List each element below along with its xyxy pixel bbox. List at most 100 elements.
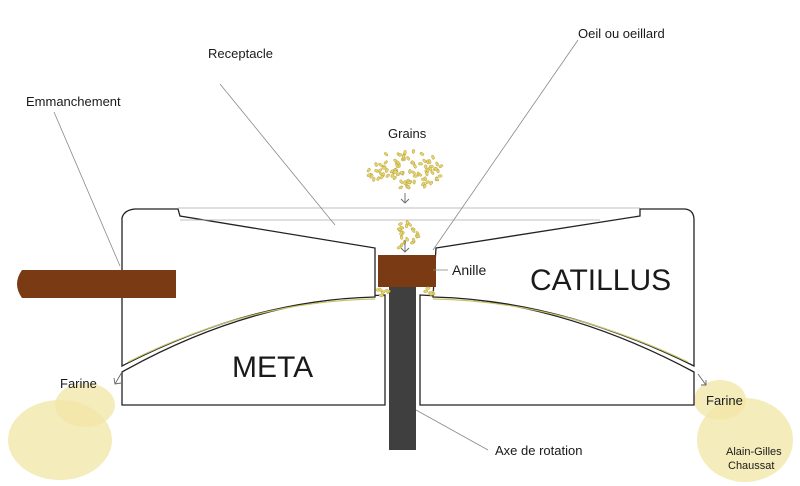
label-receptacle: Receptacle [208,46,273,61]
eye-arrow-icon [400,240,410,253]
grain-particle [402,154,406,159]
meta-stone [121,294,695,406]
grain-particle [403,149,407,155]
flour-pile-left [8,383,115,480]
label-anille: Anille [452,262,486,278]
grain-particle [406,180,412,184]
grain-particle [378,287,383,292]
grain-particle [396,245,402,250]
leader-oeil [432,39,579,251]
grain-particle [390,173,395,178]
flour-pile-right [694,380,793,482]
grain-particle [406,184,411,190]
catillus-stone [121,208,695,368]
grain-particle [395,163,399,169]
grain-particle [425,180,430,184]
grain-particle [412,174,418,178]
grain-particle [408,169,412,174]
grain-particle [423,289,429,293]
grain-particle [399,171,405,175]
grain-particle [435,161,439,167]
grain-particle [413,163,417,169]
grain-particle [392,170,398,174]
grain-particle [411,149,415,154]
grain-particle [435,177,440,182]
grain-particle [399,226,405,230]
author-line-1: Alain-Gilles [726,446,782,458]
grain-particle [377,168,383,173]
grain-particle [411,170,416,175]
handle-emmanchement [17,270,176,298]
grain-particle [378,294,384,298]
grain-particle [431,154,435,160]
grain-particle [415,234,421,238]
grain-particle [406,156,410,161]
grain-particle [380,174,384,180]
grain-particle [392,175,397,181]
grain-particle [429,164,434,168]
grain-particle [419,152,425,156]
grains-arrow-icon [400,193,410,204]
grain-particle [403,180,407,186]
grain-particle [385,168,389,173]
grains-cloud [366,149,444,190]
grain-particle [425,171,429,177]
grain-particle [389,169,394,174]
leader-receptacle [219,83,336,226]
grain-particle [438,164,444,168]
grain-particle [400,234,404,240]
grain-particle [395,160,401,165]
grain-particle [423,183,427,189]
grain-particle [399,230,403,236]
flour-left-arrow-icon [113,371,123,385]
grain-particle [383,160,388,165]
grain-particle [397,153,403,157]
grain-particle [422,158,427,163]
anille-block [378,255,436,287]
grain-particle [417,173,423,177]
grain-particle [405,220,409,225]
leader-emmanchement [53,111,121,267]
label-axe-rotation: Axe de rotation [495,443,582,458]
grain-particle [427,159,432,164]
grain-particle [429,180,433,186]
label-meta: META [232,351,313,384]
grain-particle [405,236,409,242]
label-oeil: Oeil ou oeillard [578,26,665,41]
grain-particle [412,179,416,185]
label-grains: Grains [388,126,427,141]
grain-particle [418,162,423,166]
grain-particle [376,176,381,181]
grain-particle [437,174,443,178]
author-line-2: Chaussat [728,460,774,472]
flour-right-arrow-icon [697,373,707,386]
grain-particle [425,286,431,290]
grains-in-gap [375,286,436,298]
grain-particle [430,170,435,175]
grain-particle [366,173,372,177]
grain-particle [385,173,390,178]
grains-in-eye [396,220,421,250]
grain-particle [398,222,403,226]
grain-particle [433,167,439,171]
label-emmanchement: Emmanchement [26,94,121,109]
grain-particle [385,289,390,293]
grain-particle [374,162,378,167]
grain-particle [366,167,371,173]
label-farine-left: Farine [60,376,97,391]
label-farine-right: Farine [706,393,743,408]
rotation-axle [389,284,416,450]
grain-particle [399,179,404,184]
grain-particle [384,152,389,157]
grain-particle [424,164,428,170]
grain-particle [429,291,434,296]
grain-particle [369,174,374,179]
grain-particle [412,237,416,243]
grain-particle [381,166,387,170]
label-catillus: CATILLUS [530,264,671,297]
grain-particle [398,185,404,190]
leader-axe [415,409,489,451]
grain-particle [423,176,427,182]
grain-particle [372,177,376,182]
